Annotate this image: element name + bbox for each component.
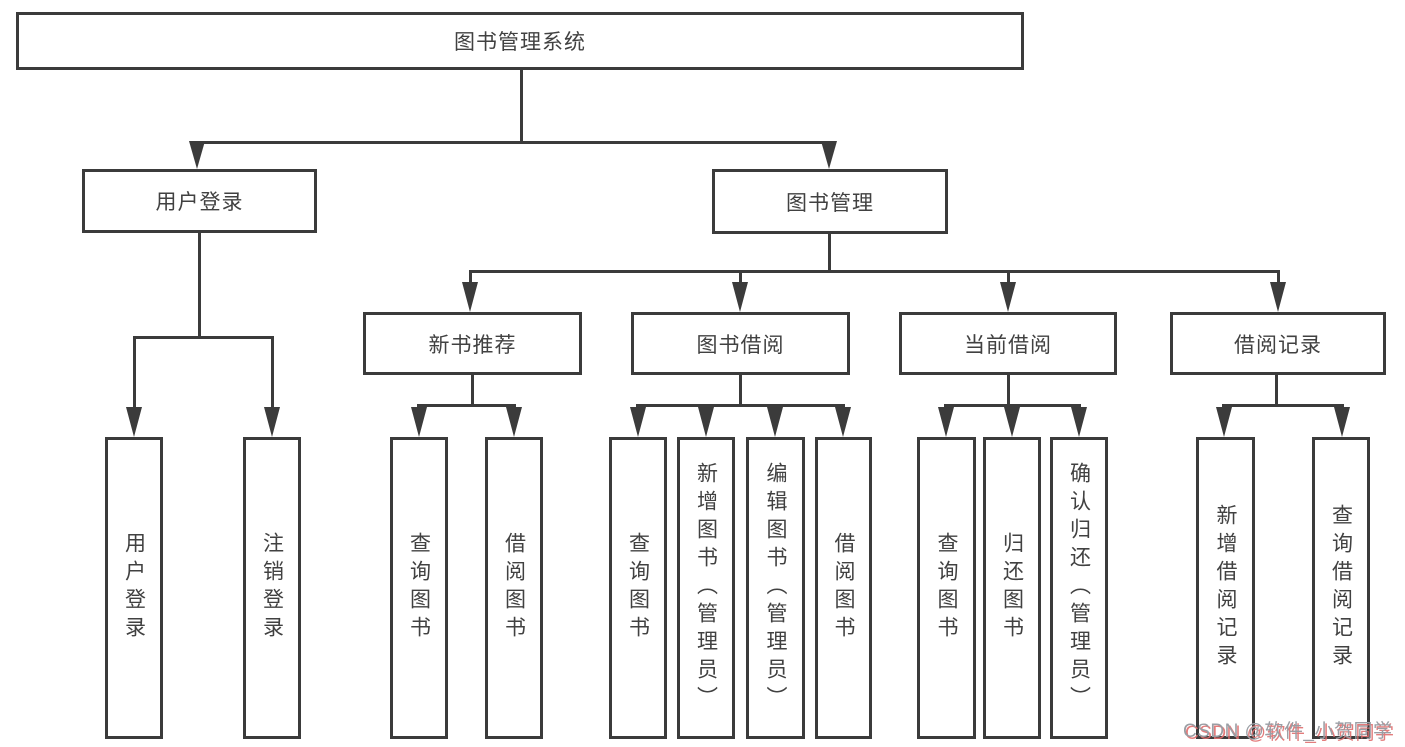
- arrowhead-to-book-management: [821, 141, 837, 169]
- node-book-borrowing-label: 图书借阅: [696, 333, 785, 357]
- arrowhead-to-new-book-recommend: [462, 282, 478, 312]
- node-user-login-label: 用户登录: [155, 191, 244, 214]
- leaf-label: 查询图书: [935, 532, 958, 644]
- leaf-label: 注销登录: [260, 532, 284, 644]
- node-borrowing-records: 借阅记录: [1170, 312, 1386, 375]
- node-leaf-confirm-return-admin: 确认归还（管理员）: [1050, 437, 1108, 739]
- node-leaf-borrow-books-borrow: 借阅图书: [815, 437, 872, 739]
- arrowhead-to-leaf-user-login: [126, 407, 142, 437]
- connector-level1-branch: [196, 141, 832, 144]
- node-root: 图书管理系统: [16, 12, 1024, 70]
- node-leaf-user-login: 用户登录: [105, 437, 163, 739]
- node-leaf-query-borrow-record: 查询借阅记录: [1312, 437, 1370, 739]
- connector-current-borrowing-branch: [944, 404, 1081, 407]
- node-leaf-query-books-current: 查询图书: [917, 437, 976, 739]
- node-user-login-group: 用户登录: [82, 169, 317, 233]
- arrowhead-to-leaf: [698, 407, 714, 437]
- csdn-watermark: CSDN @软件_小贺同学: [1183, 721, 1393, 742]
- leaf-label: 查询图书: [626, 532, 650, 644]
- node-new-book-recommend-label: 新书推荐: [428, 333, 517, 357]
- connector-book-management-trunk: [828, 233, 831, 273]
- node-leaf-borrow-books-recommend: 借阅图书: [485, 437, 543, 739]
- leaf-label: 新增图书（管理员）: [694, 462, 718, 714]
- node-current-borrowing-label: 当前借阅: [964, 333, 1052, 357]
- connector-new-book-trunk: [471, 375, 474, 406]
- node-book-borrowing: 图书借阅: [631, 312, 850, 375]
- leaf-label: 查询图书: [407, 532, 431, 644]
- arrowhead-to-user-login: [189, 141, 205, 169]
- arrowhead-to-leaf: [1334, 407, 1350, 437]
- node-leaf-return-books: 归还图书: [983, 437, 1041, 739]
- arrowhead-to-current-borrowing: [1000, 282, 1016, 312]
- arrowhead-to-leaf: [411, 407, 427, 437]
- connector-book-borrowing-branch: [636, 404, 845, 407]
- connector-user-login-trunk: [198, 232, 201, 339]
- leaf-label: 借阅图书: [832, 532, 855, 644]
- connector-new-book-branch: [417, 404, 516, 407]
- arrowhead-to-borrowing-records: [1270, 282, 1286, 312]
- node-book-management-label: 图书管理: [786, 191, 874, 215]
- node-leaf-logout: 注销登录: [243, 437, 301, 739]
- node-leaf-add-books-admin: 新增图书（管理员）: [677, 437, 735, 739]
- node-leaf-add-borrow-record: 新增借阅记录: [1196, 437, 1255, 739]
- connector-level2-branch: [469, 270, 1280, 273]
- leaf-label: 借阅图书: [502, 532, 526, 644]
- leaf-label: 归还图书: [1000, 532, 1024, 644]
- leaf-label: 新增借阅记录: [1214, 504, 1237, 672]
- arrowhead-to-leaf: [506, 407, 522, 437]
- connector-borrowing-records-branch: [1222, 404, 1344, 407]
- node-new-book-recommend: 新书推荐: [363, 312, 582, 375]
- arrowhead-to-leaf: [938, 407, 954, 437]
- arrowhead-to-leaf: [630, 407, 646, 437]
- arrowhead-to-leaf: [767, 407, 783, 437]
- arrowhead-to-leaf-logout: [264, 407, 280, 437]
- leaf-label: 用户登录: [122, 532, 146, 644]
- arrowhead-to-leaf: [1216, 407, 1232, 437]
- connector-drop: [469, 273, 472, 284]
- arrowhead-to-leaf: [1071, 407, 1087, 437]
- node-leaf-edit-books-admin: 编辑图书（管理员）: [746, 437, 805, 739]
- node-current-borrowing: 当前借阅: [899, 312, 1117, 375]
- node-book-management-group: 图书管理: [712, 169, 948, 234]
- connector-book-borrowing-trunk: [739, 375, 742, 406]
- node-root-label: 图书管理系统: [454, 31, 586, 54]
- connector-drop: [1277, 273, 1280, 284]
- connector-current-borrowing-trunk: [1007, 375, 1010, 406]
- leaf-label: 查询借阅记录: [1329, 504, 1353, 672]
- connector-drop: [133, 339, 136, 408]
- leaf-label: 编辑图书（管理员）: [764, 462, 787, 714]
- connector-drop: [739, 273, 742, 284]
- connector-drop: [1007, 273, 1010, 284]
- node-borrowing-records-label: 借阅记录: [1234, 333, 1322, 357]
- node-leaf-query-books-recommend: 查询图书: [390, 437, 448, 739]
- node-leaf-query-books-borrow: 查询图书: [609, 437, 667, 739]
- arrowhead-to-book-borrowing: [732, 282, 748, 312]
- arrowhead-to-leaf: [1004, 407, 1020, 437]
- connector-user-login-branch: [133, 336, 274, 339]
- leaf-label: 确认归还（管理员）: [1067, 462, 1091, 714]
- arrowhead-to-leaf: [835, 407, 851, 437]
- connector-borrowing-records-trunk: [1275, 375, 1278, 406]
- connector-root-trunk: [520, 69, 523, 144]
- connector-drop: [271, 339, 274, 408]
